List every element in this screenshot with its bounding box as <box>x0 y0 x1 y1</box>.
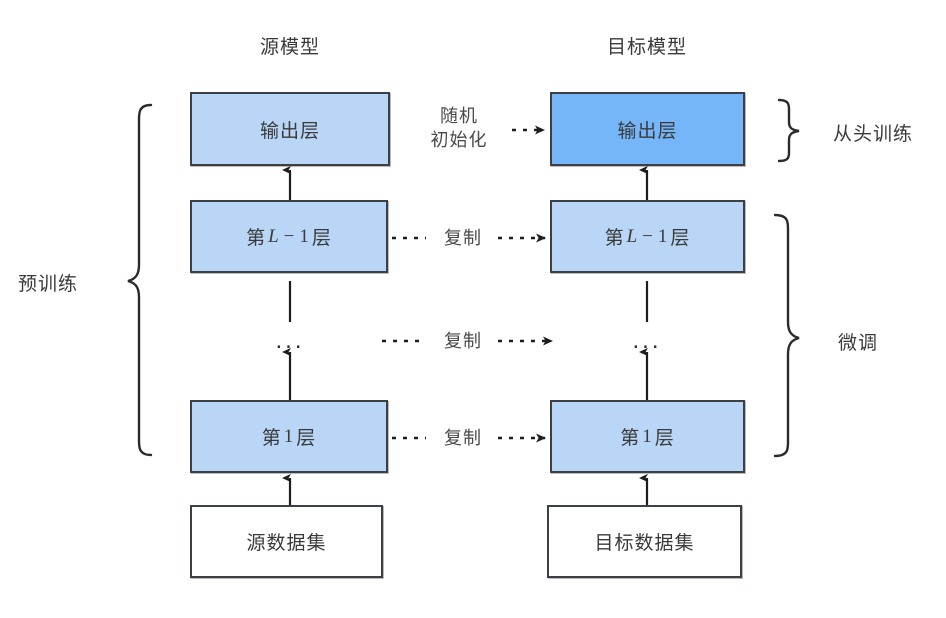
source-dataset-label: 源数据集 <box>246 533 327 554</box>
source-layer-l-minus-1-box: 第 L − 1 层 <box>190 200 388 273</box>
source-layer-1-prefix: 第 <box>261 428 282 449</box>
source-dataset-box: 源数据集 <box>190 505 383 578</box>
scratch-brace <box>777 98 800 163</box>
source-layer-1-box: 第 1 层 <box>190 400 388 473</box>
source-layer-l-minus-1-op: − <box>283 225 296 247</box>
target-layer-l-minus-1-var: L <box>626 225 639 247</box>
pretrain-brace <box>127 103 153 457</box>
source-output-layer-box: 输出层 <box>190 92 390 166</box>
target-layer-l-minus-1-box: 第 L − 1 层 <box>550 200 745 273</box>
copy-label-layer-1: 复制 <box>444 428 482 448</box>
target-dataset-label: 目标数据集 <box>594 533 695 554</box>
copy-label-middle: 复制 <box>444 331 482 351</box>
source-layer-1-suffix: 层 <box>296 428 317 449</box>
target-layer-l-minus-1-suffix: 层 <box>670 228 691 249</box>
random-init-label: 随机 初始化 <box>404 104 514 153</box>
source-layer-l-minus-1-var: L <box>268 225 280 247</box>
source-layer-1-num: 1 <box>283 425 295 447</box>
target-layer-1-num: 1 <box>642 425 653 447</box>
target-output-layer-box: 输出层 <box>550 92 745 166</box>
finetune-brace <box>773 213 800 458</box>
target-layer-l-minus-1-num: 1 <box>657 225 669 247</box>
scratch-brace-label: 从头训练 <box>833 124 914 145</box>
pretrain-brace-label: 预训练 <box>18 274 79 295</box>
target-layer-l-minus-1-prefix: 第 <box>604 228 625 249</box>
column-header-source: 源模型 <box>259 37 320 58</box>
target-layer-1-prefix: 第 <box>620 428 641 449</box>
target-layer-l-minus-1-op: − <box>642 225 654 247</box>
source-layer-l-minus-1-prefix: 第 <box>246 228 267 249</box>
target-layer-1-suffix: 层 <box>654 428 675 449</box>
source-layer-l-minus-1-suffix: 层 <box>311 228 332 249</box>
target-dataset-box: 目标数据集 <box>547 505 742 578</box>
target-output-layer-label: 输出层 <box>617 120 678 142</box>
finetune-brace-label: 微调 <box>838 333 879 354</box>
target-ellipsis: ... <box>632 327 662 354</box>
source-output-layer-label: 输出层 <box>259 120 320 142</box>
column-header-target: 目标模型 <box>606 37 687 58</box>
random-init-label-line2: 初始化 <box>430 130 488 151</box>
source-layer-l-minus-1-num: 1 <box>299 225 310 247</box>
source-ellipsis: ... <box>275 327 305 354</box>
target-layer-1-box: 第 1 层 <box>550 400 745 473</box>
random-init-label-line1: 随机 <box>440 106 478 126</box>
copy-label-l-minus-1: 复制 <box>444 228 482 248</box>
